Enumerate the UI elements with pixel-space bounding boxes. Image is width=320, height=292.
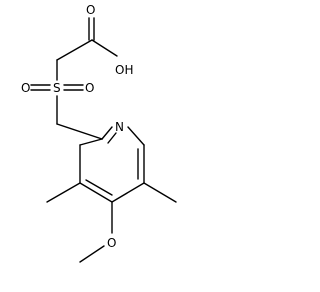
ring-c3-c2-link — [79, 138, 103, 146]
sulfonyl-oxygen-right-label: O — [85, 81, 94, 95]
sulfonyl-oxygen-left-label: O — [21, 81, 30, 95]
hydroxyl-label: OH — [115, 63, 133, 77]
molecule-drawing: O OH S O O N O — [21, 3, 177, 263]
c5-methyl-bond — [143, 182, 177, 203]
ring-c5-c4-bond — [111, 182, 145, 203]
carboxyl-oh-bond — [91, 39, 118, 57]
sulfur-label: S — [53, 81, 61, 95]
ch2-ring-bond — [56, 123, 103, 140]
c3-methyl-bond — [46, 182, 81, 203]
ring-c4-c3-bond — [79, 182, 113, 203]
ring-nitrogen-label: N — [115, 120, 124, 134]
ring-c2-n-inner-bond — [107, 132, 117, 144]
carboxyl-ch2-bond — [56, 39, 93, 61]
structure-diagram: O OH S O O N O — [21, 3, 177, 263]
ring-c2-n-bond — [101, 126, 113, 140]
acid-oxygen-label: O — [86, 3, 95, 17]
ring-n-c6-bond — [127, 126, 145, 146]
methoxy-oxygen-label: O — [107, 236, 116, 250]
ring-c4-c3-inner-bond — [85, 179, 113, 196]
atom-label-layer: O OH S O O N O — [21, 3, 133, 250]
methoxy-methyl-bond — [79, 245, 105, 263]
bond-layer — [30, 17, 177, 263]
